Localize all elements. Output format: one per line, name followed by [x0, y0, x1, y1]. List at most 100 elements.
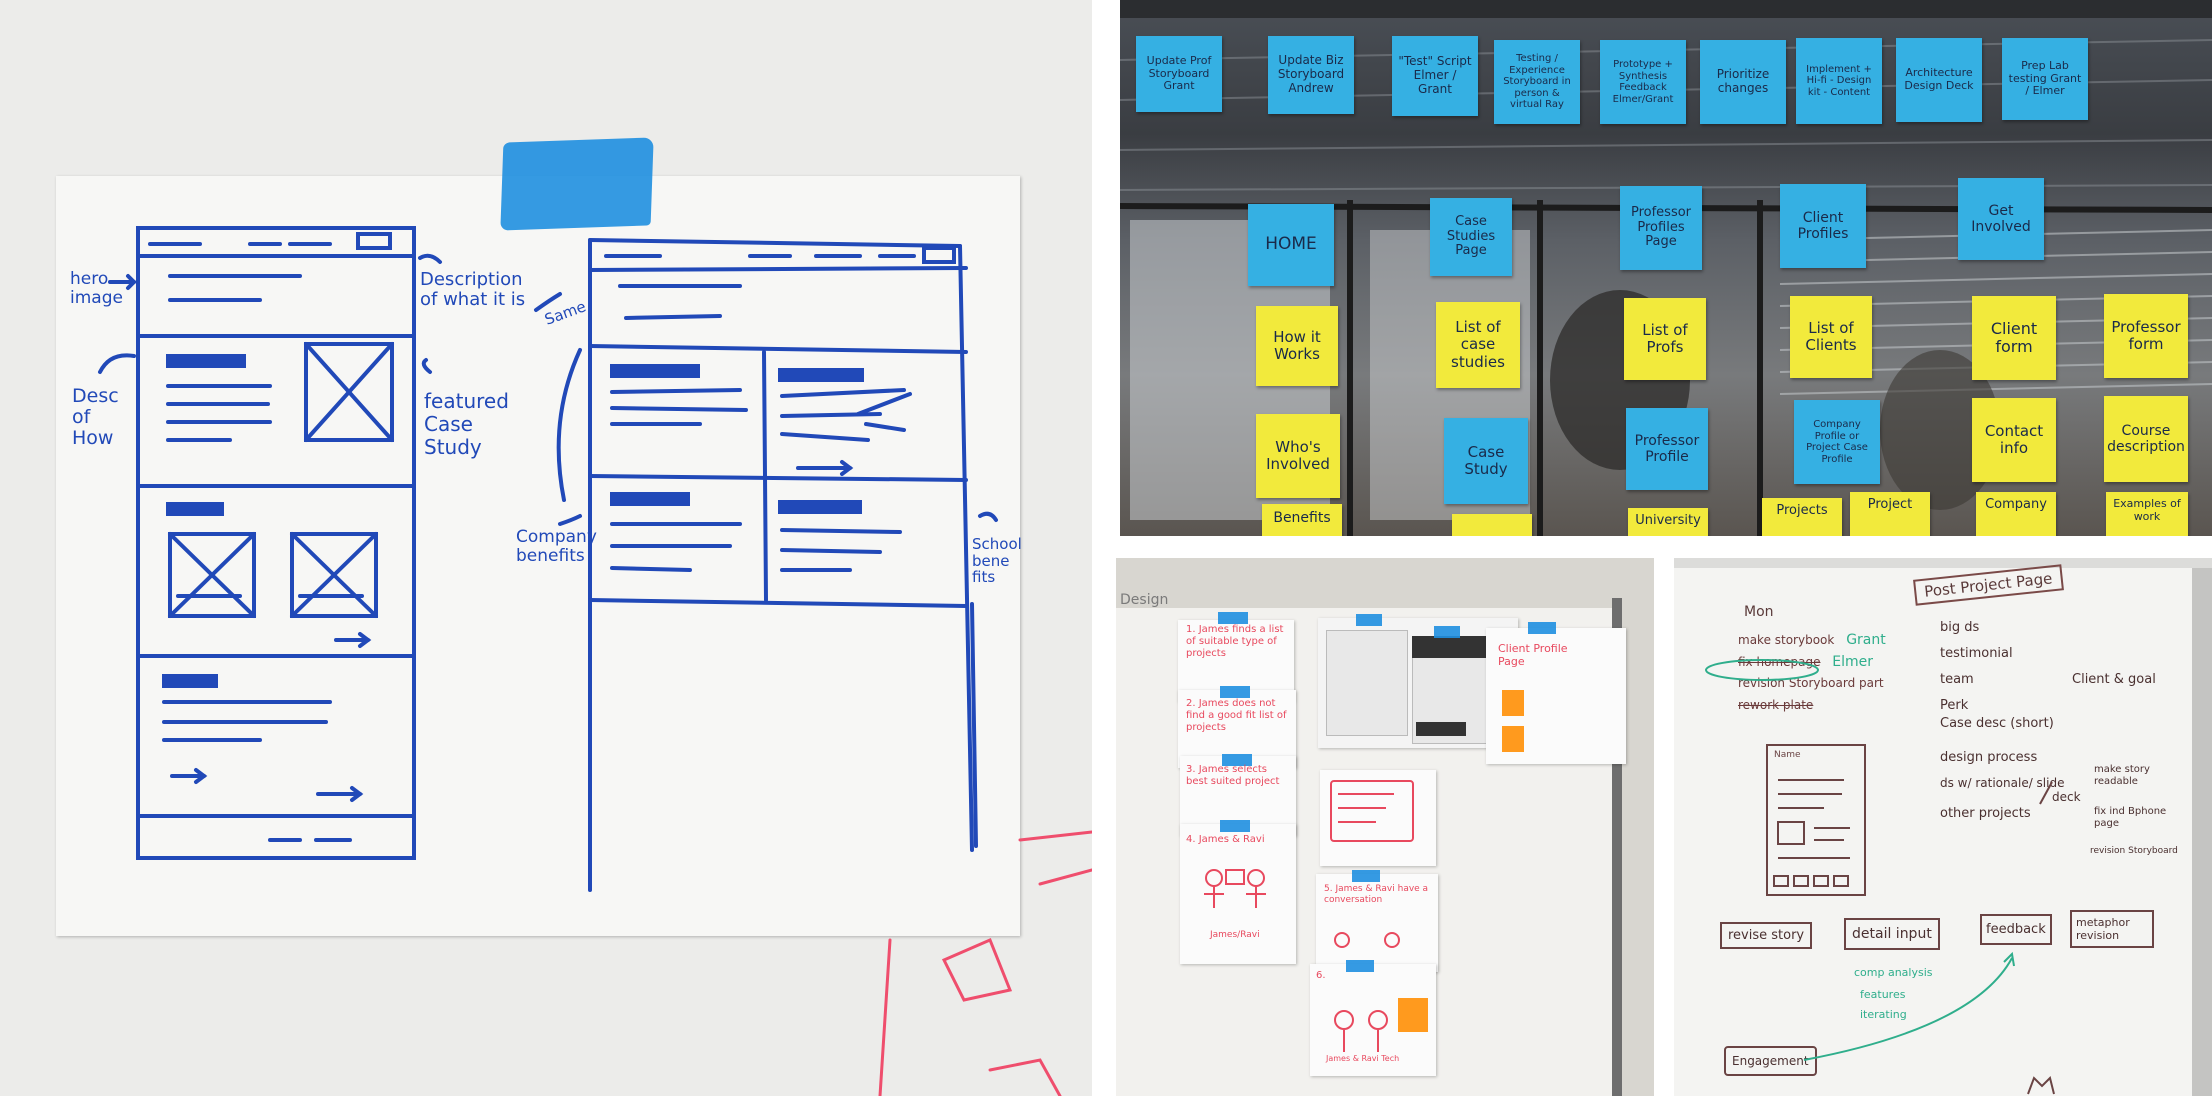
- wb-side-3: revision Storyboard: [2090, 846, 2178, 856]
- whiteboard-top-edge: [1674, 558, 2212, 568]
- sticky-note-how-it-works: How it Works: [1256, 306, 1338, 386]
- story-step-6: 6.: [1316, 970, 1326, 981]
- orange-note-2: [1502, 726, 1524, 752]
- sticky-note-company-profile: Company Profile or Project Case Profile: [1794, 400, 1880, 484]
- sticky-note-home: HOME: [1248, 204, 1334, 286]
- sticky-note-client-profiles: Client Profiles: [1780, 184, 1866, 268]
- sticky-note-architecture: Architecture Design Deck: [1896, 38, 1982, 122]
- tape-9: [1346, 960, 1374, 972]
- phone-sketch-sheet: [1320, 770, 1436, 866]
- sticky-board-photo: Update Prof Storyboard Grant Update Biz …: [1120, 0, 2212, 536]
- wb-list-heading: Mon: [1744, 604, 1774, 620]
- sticky-note-whos-involved: Who's Involved: [1256, 414, 1340, 498]
- sticky-note-update-prof: Update Prof Storyboard Grant: [1136, 36, 1222, 112]
- sticky-note-testing: Testing / Experience Storyboard in perso…: [1494, 40, 1580, 124]
- sticky-note-implement: Implement + Hi-fi - Design kit - Content: [1796, 38, 1882, 124]
- screen-bar-2: [1416, 722, 1466, 736]
- story-sheet-4: [1180, 824, 1296, 964]
- wb-sub-2: iterating: [1860, 1008, 1907, 1021]
- profile-sheet-title: Client Profile Page: [1498, 642, 1568, 669]
- sticky-note-prioritize: Prioritize changes: [1700, 40, 1786, 124]
- label-school-benefits: School bene fits: [972, 535, 1022, 586]
- wb-item-7: other projects: [1940, 806, 2031, 821]
- story-step-3: 3. James selects best suited project: [1186, 764, 1280, 787]
- sticky-note-professor-form: Professor form: [2104, 294, 2188, 378]
- sticky-note-contact-info: Contact info: [1972, 398, 2056, 482]
- whiteboard-photo: Post Project Page Mon make storybook Gra…: [1674, 558, 2212, 1096]
- sticky-note-professor-profile: Professor Profile: [1626, 408, 1708, 490]
- sticky-note-examples: Examples of work: [2106, 492, 2188, 536]
- wb-sketch-name: Name: [1774, 750, 1801, 760]
- wb-item-3: Perk: [1940, 698, 1969, 713]
- wb-box-revise-story: revise story: [1720, 922, 1813, 949]
- sticky-note-university: University: [1628, 508, 1708, 536]
- tape-8: [1352, 870, 1380, 882]
- story-sheet-5: [1316, 874, 1438, 972]
- wall-doodles: [1204, 793, 1400, 1052]
- label-company-benefits: Company benefits: [516, 527, 597, 566]
- sticky-note-client-form: Client form: [1972, 296, 2056, 380]
- story-step-2: 2. James does not find a good fit list o…: [1186, 698, 1287, 733]
- sticky-note-benefits: Benefits: [1262, 504, 1342, 536]
- story-step-5: 5. James & Ravi have a conversation: [1324, 884, 1429, 905]
- wb-item-2: team: [1940, 672, 1974, 687]
- sticky-note-list-of-profs: List of Profs: [1624, 298, 1706, 380]
- sticky-note-professor-profiles: Professor Profiles Page: [1620, 186, 1702, 270]
- figure-label-1: James/Ravi: [1210, 930, 1260, 940]
- wb-side-2: fix ind Bphone page: [2094, 806, 2167, 829]
- label-hero-image: hero image: [70, 269, 123, 308]
- wb-task-0: make storybook Grant: [1738, 632, 1886, 648]
- wb-task-0-text: make storybook: [1738, 633, 1835, 647]
- wb-side-1: make story readable: [2094, 764, 2150, 787]
- orange-note-3: [1398, 998, 1428, 1032]
- tape-4: [1220, 820, 1250, 832]
- story-step-4: 4. James & Ravi: [1186, 834, 1265, 845]
- tape-3: [1222, 754, 1252, 766]
- wb-task-1-who: Elmer: [1832, 654, 1874, 670]
- sticky-note-update-biz: Update Biz Storyboard Andrew: [1268, 36, 1354, 114]
- label-featured-case-study: featured Case Study: [424, 389, 509, 459]
- sticky-note-case-study: Case Study: [1444, 418, 1528, 504]
- wb-engagement: Engagement: [1724, 1046, 1817, 1076]
- sticky-note-case-studies-page: Case Studies Page: [1430, 198, 1512, 276]
- sticky-note-prototype: Prototype + Synthesis Feedback Elmer/Gra…: [1600, 40, 1686, 124]
- sticky-note-test-script: "Test" Script Elmer / Grant: [1392, 36, 1478, 116]
- sticky-note-get-involved: Get Involved: [1958, 178, 2044, 260]
- tape-2: [1220, 686, 1250, 698]
- tape-6: [1434, 626, 1460, 638]
- wb-task-3: rework plate: [1738, 698, 1813, 712]
- sticky-note-list-of-clients: List of Clients: [1790, 296, 1872, 378]
- sticky-note-projects: Projects: [1762, 498, 1842, 536]
- orange-note-1: [1502, 690, 1524, 716]
- board-rail: [1612, 598, 1622, 1096]
- wb-item-1: testimonial: [1940, 646, 2013, 661]
- wireframe-paper: [56, 176, 1020, 936]
- wb-task-0-who: Grant: [1846, 632, 1886, 648]
- sticky-note-project: Project: [1850, 492, 1930, 536]
- wall-header: Design: [1120, 592, 1169, 608]
- label-description: Description of what it is: [420, 269, 526, 310]
- wb-box-metaphor: metaphor revision: [2070, 910, 2154, 949]
- tape-5: [1356, 614, 1382, 626]
- storyboard-wall-photo: Design 1. James finds a list of suitable…: [1116, 558, 1654, 1096]
- wb-task-1-text: fix homepage: [1738, 655, 1821, 669]
- story-step-1: 1. James finds a list of suitable type o…: [1186, 624, 1284, 659]
- sticky-note-list-case-studies: List of case studies: [1436, 302, 1520, 388]
- wb-phone-sketch: [1766, 744, 1866, 896]
- label-desc-of-how: Desc of How: [72, 385, 119, 449]
- wb-deck: deck: [2052, 790, 2081, 804]
- wb-box-feedback: feedback: [1980, 914, 2052, 945]
- wireframe-drawing: [98, 226, 1092, 1096]
- wb-task-1: fix homepage Elmer: [1738, 654, 1873, 670]
- wb-sub-0: comp analysis: [1854, 966, 1933, 979]
- wb-task-3-text: rework plate: [1738, 698, 1814, 712]
- screen-bar: [1412, 636, 1502, 658]
- figure-label-2: James & Ravi Tech: [1326, 1054, 1400, 1063]
- sticky-note-course-description: Course description: [2104, 396, 2188, 482]
- sticky-note-prep-lab: Prep Lab testing Grant / Elmer: [2002, 38, 2088, 120]
- wb-item-4: Case desc (short): [1940, 716, 2054, 731]
- whiteboard-frame: [2192, 558, 2212, 1096]
- tape-7: [1528, 622, 1556, 634]
- wb-box-detail-input: detail input: [1844, 918, 1940, 950]
- wb-side-0: Client & goal: [2072, 672, 2156, 687]
